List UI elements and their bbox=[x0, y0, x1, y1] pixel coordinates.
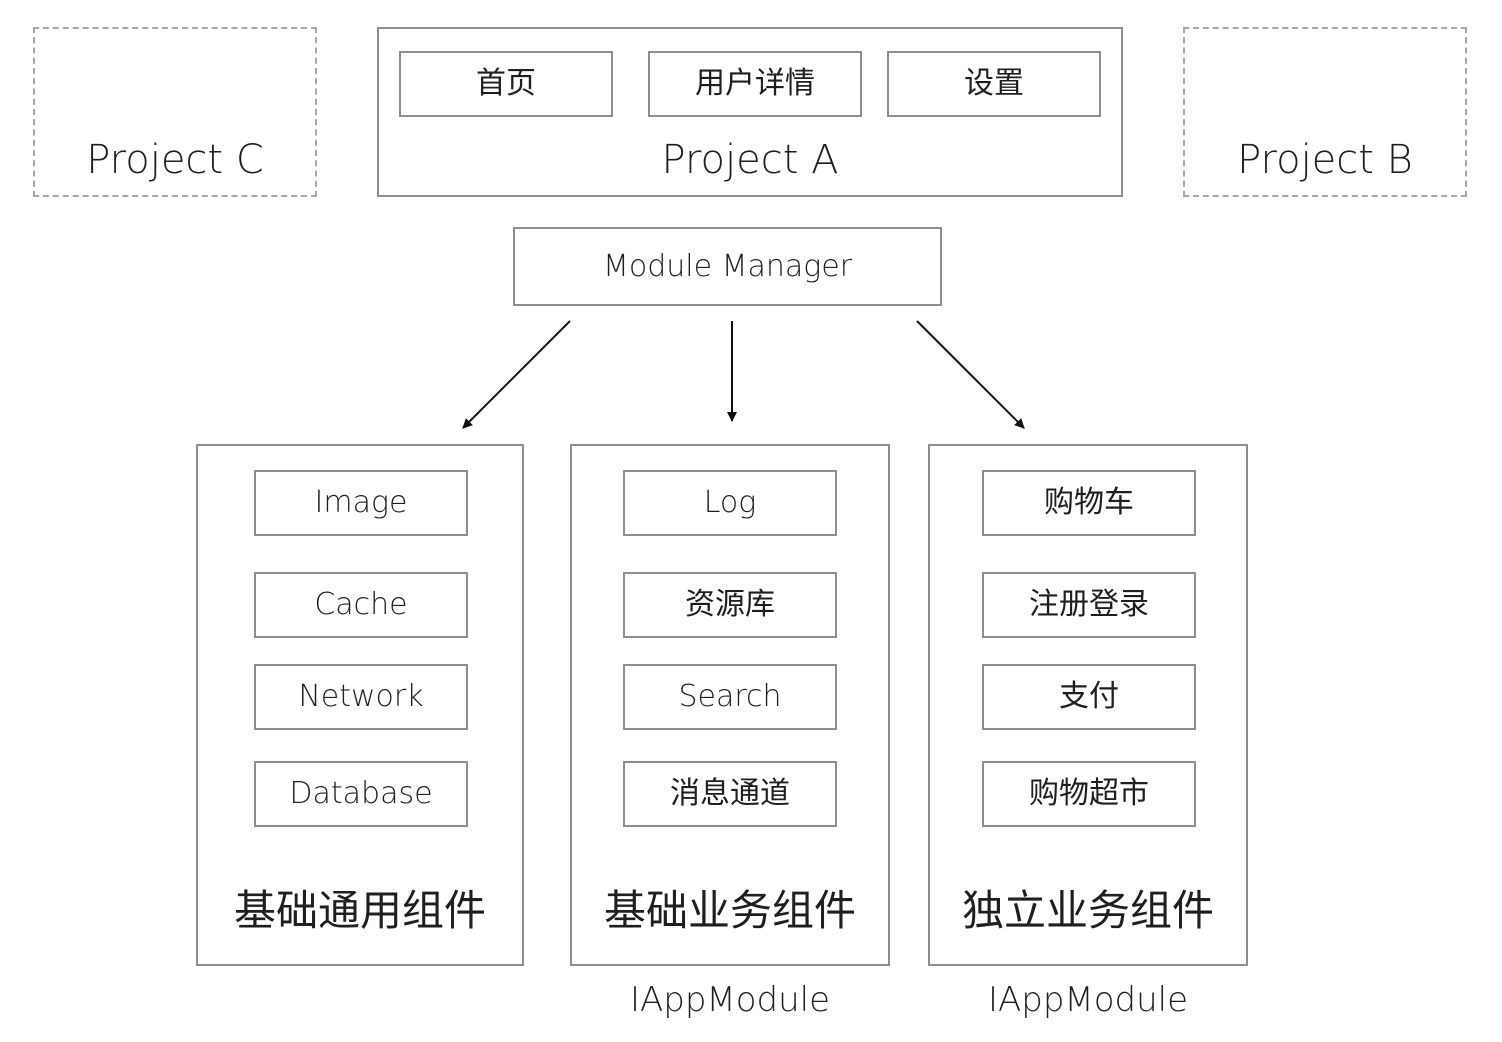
project-a-item-user-details-label: 用户详情 bbox=[695, 66, 815, 101]
common-item-cache-label: Cache bbox=[314, 587, 408, 622]
independent-business-components-title: 独立业务组件 bbox=[961, 886, 1214, 935]
basic-business-item-log[interactable]: Log bbox=[623, 470, 837, 536]
basic-business-item-resource-library-label: 资源库 bbox=[685, 587, 775, 622]
project-a-item-home[interactable]: 首页 bbox=[399, 51, 613, 117]
common-item-database[interactable]: Database bbox=[254, 761, 468, 827]
independent-business-item-payment[interactable]: 支付 bbox=[982, 664, 1196, 730]
independent-business-item-shopping-cart[interactable]: 购物车 bbox=[982, 470, 1196, 536]
common-item-image-label: Image bbox=[314, 485, 408, 520]
project-c-box: Project C bbox=[33, 27, 317, 197]
basic-business-components-group: Log 资源库 Search 消息通道 基础业务组件 bbox=[570, 444, 890, 966]
project-c-label: Project C bbox=[86, 137, 264, 183]
project-a-item-settings[interactable]: 设置 bbox=[887, 51, 1101, 117]
project-a-item-home-label: 首页 bbox=[476, 66, 536, 101]
basic-business-item-resource-library[interactable]: 资源库 bbox=[623, 572, 837, 638]
common-components-title: 基础通用组件 bbox=[233, 886, 486, 935]
project-a-label: Project A bbox=[661, 137, 839, 183]
independent-business-item-shopping-mall[interactable]: 购物超市 bbox=[982, 761, 1196, 827]
common-item-network[interactable]: Network bbox=[254, 664, 468, 730]
independent-business-components-group: 购物车 注册登录 支付 购物超市 独立业务组件 bbox=[928, 444, 1248, 966]
basic-business-item-search-label: Search bbox=[678, 679, 782, 714]
common-item-cache[interactable]: Cache bbox=[254, 572, 468, 638]
independent-business-item-register-login-label: 注册登录 bbox=[1029, 587, 1149, 622]
independent-business-item-shopping-mall-label: 购物超市 bbox=[1029, 776, 1149, 811]
project-b-box: Project B bbox=[1183, 27, 1467, 197]
independent-business-interface-caption: IAppModule bbox=[987, 980, 1189, 1020]
common-item-image[interactable]: Image bbox=[254, 470, 468, 536]
project-a-item-settings-label: 设置 bbox=[964, 66, 1024, 101]
independent-business-item-payment-label: 支付 bbox=[1059, 679, 1119, 714]
module-manager-label: Module Manager bbox=[602, 248, 853, 284]
basic-business-item-search[interactable]: Search bbox=[623, 664, 837, 730]
common-item-database-label: Database bbox=[289, 776, 433, 811]
independent-business-item-shopping-cart-label: 购物车 bbox=[1044, 485, 1134, 520]
basic-business-components-title: 基础业务组件 bbox=[603, 886, 856, 935]
project-a-item-user-details[interactable]: 用户详情 bbox=[648, 51, 862, 117]
basic-business-item-message-channel-label: 消息通道 bbox=[670, 776, 790, 811]
basic-business-interface-caption: IAppModule bbox=[629, 980, 831, 1020]
independent-business-item-register-login[interactable]: 注册登录 bbox=[982, 572, 1196, 638]
basic-business-item-message-channel[interactable]: 消息通道 bbox=[623, 761, 837, 827]
arrow-to-common-components bbox=[462, 320, 571, 429]
common-components-group: Image Cache Network Database 基础通用组件 bbox=[196, 444, 524, 966]
common-item-network-label: Network bbox=[298, 679, 424, 714]
basic-business-item-log-label: Log bbox=[703, 485, 757, 520]
project-a-box: 首页 用户详情 设置 Project A bbox=[377, 27, 1123, 197]
project-b-label: Project B bbox=[1237, 137, 1413, 183]
module-manager-box: Module Manager bbox=[513, 227, 942, 306]
arrow-to-independent-business-components bbox=[916, 320, 1025, 429]
